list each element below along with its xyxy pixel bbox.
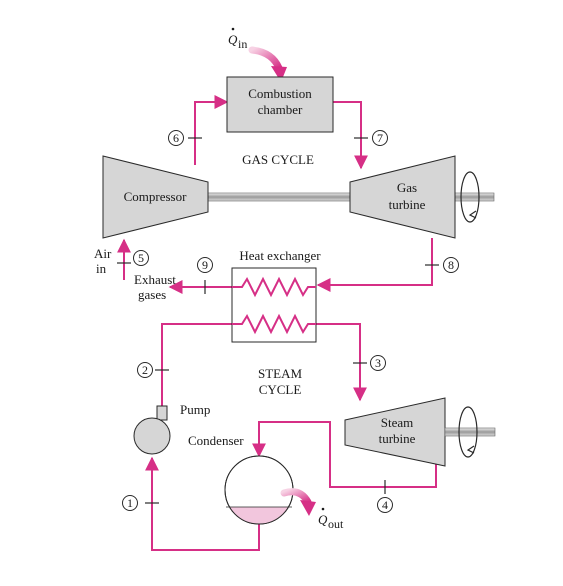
state-point-7: 7 bbox=[372, 130, 388, 146]
steam-cycle-label-2: CYCLE bbox=[259, 382, 302, 397]
pump-label: Pump bbox=[180, 402, 210, 417]
svg-text:9: 9 bbox=[202, 258, 208, 272]
compressor-label: Compressor bbox=[124, 189, 188, 204]
condenser bbox=[224, 455, 294, 525]
steam-cycle-piping bbox=[145, 323, 437, 551]
state-point-4: 4 bbox=[377, 497, 393, 513]
state-point-8: 8 bbox=[443, 257, 459, 273]
q-in-dot bbox=[231, 27, 235, 31]
q-out-dot bbox=[321, 507, 325, 511]
svg-text:5: 5 bbox=[138, 251, 144, 265]
svg-text:7: 7 bbox=[377, 131, 383, 145]
heat-input-arrow bbox=[248, 46, 287, 82]
steam-output-shaft bbox=[444, 427, 496, 437]
gas-turbine-rotation-icon bbox=[460, 171, 480, 223]
steam-turbine: Steam turbine bbox=[344, 397, 446, 467]
air-label-2: in bbox=[96, 261, 107, 276]
state-point-1: 1 bbox=[122, 495, 138, 511]
state-point-3: 3 bbox=[370, 355, 386, 371]
steam-cycle-label-1: STEAM bbox=[258, 366, 303, 381]
steam-turbine-label-1: Steam bbox=[381, 415, 414, 430]
svg-text:3: 3 bbox=[375, 356, 381, 370]
shaft bbox=[207, 192, 351, 202]
combustion-chamber: Combustion chamber bbox=[226, 76, 334, 133]
q-out-subscript: out bbox=[328, 517, 344, 531]
exhaust-label-2: gases bbox=[138, 287, 166, 302]
heat-output-arrow bbox=[280, 488, 316, 516]
q-in-subscript: in bbox=[238, 37, 247, 51]
svg-text:2: 2 bbox=[142, 363, 148, 377]
state-point-5: 5 bbox=[133, 250, 149, 266]
pump bbox=[133, 405, 171, 455]
gas-turbine: Gas turbine bbox=[349, 155, 456, 239]
state-point-2: 2 bbox=[137, 362, 153, 378]
gas-turbine-label-2: turbine bbox=[389, 197, 426, 212]
condenser-label: Condenser bbox=[188, 433, 244, 448]
air-label-1: Air bbox=[94, 246, 112, 261]
svg-text:6: 6 bbox=[173, 131, 179, 145]
state-point-9: 9 bbox=[197, 257, 213, 273]
state-point-6: 6 bbox=[168, 130, 184, 146]
svg-text:1: 1 bbox=[127, 496, 133, 510]
combustion-label-1: Combustion bbox=[248, 86, 312, 101]
heat-exchanger-label: Heat exchanger bbox=[239, 248, 321, 263]
gas-cycle-piping bbox=[117, 95, 439, 294]
q-out-label: Q bbox=[318, 512, 328, 527]
q-in-label: Q bbox=[228, 32, 238, 47]
gas-cycle-label: GAS CYCLE bbox=[242, 152, 314, 167]
svg-text:4: 4 bbox=[382, 498, 388, 512]
steam-turbine-label-2: turbine bbox=[379, 431, 416, 446]
heat-exchanger bbox=[231, 267, 317, 343]
svg-text:8: 8 bbox=[448, 258, 454, 272]
compressor: Compressor bbox=[102, 155, 209, 239]
exhaust-label-1: Exhaust bbox=[134, 272, 176, 287]
combustion-label-2: chamber bbox=[258, 102, 303, 117]
steam-turbine-rotation-icon bbox=[458, 406, 478, 458]
gas-turbine-label-1: Gas bbox=[397, 180, 417, 195]
